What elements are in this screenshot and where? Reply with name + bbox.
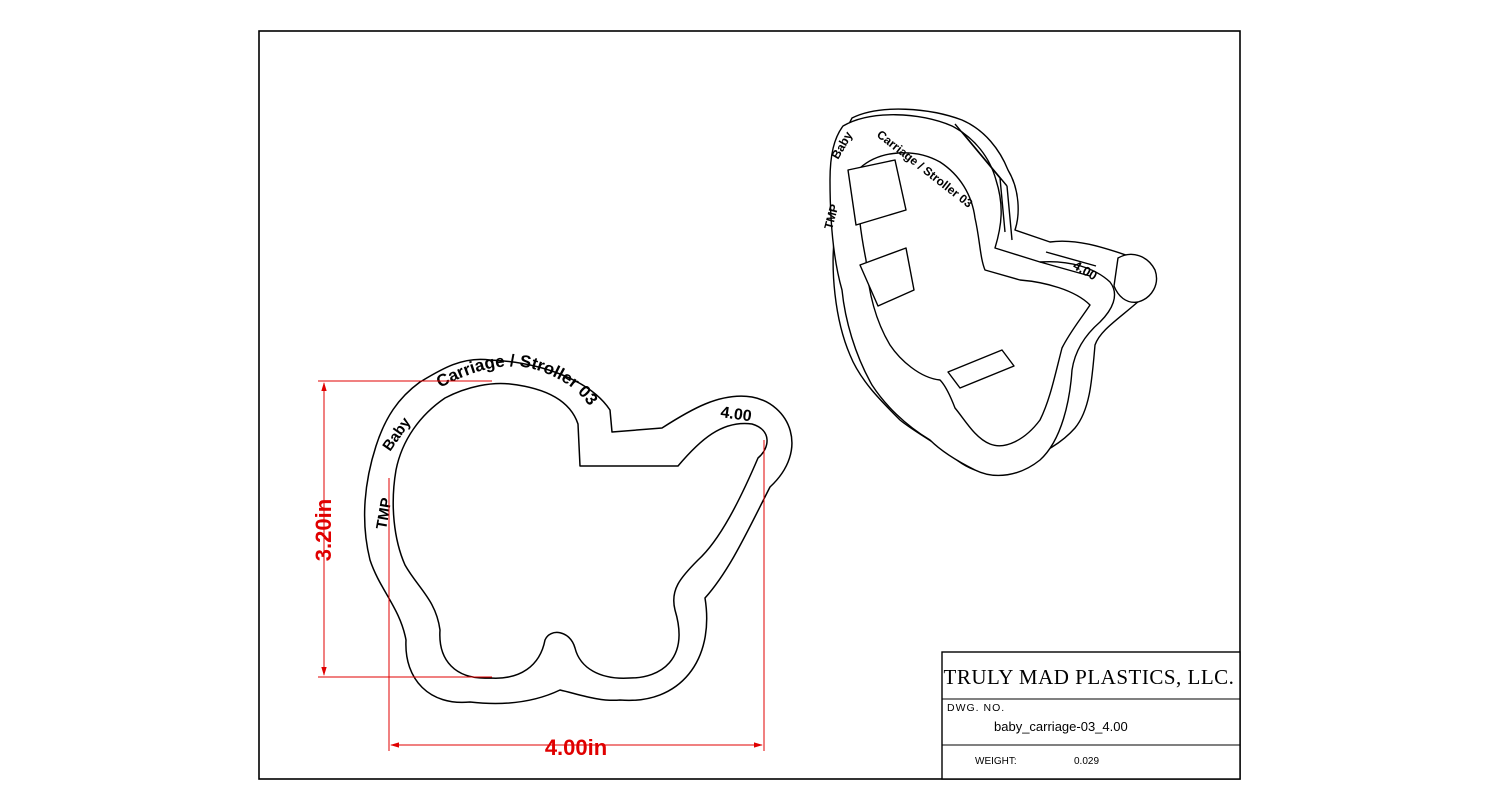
iso-inner-wall-2 [859,247,915,307]
iso-engrave-maker: TMP [821,203,841,231]
width-dimension [388,440,765,751]
dwg-no-label: DWG. NO. [947,702,1005,714]
engrave-word2-path: Carriage / Stroller 03 [433,351,601,409]
iso-inner-opening [857,152,1091,447]
engrave-size: 4.00 [719,404,752,425]
height-label: 3.20in [311,499,336,561]
engrave-maker: TMP [373,497,395,531]
iso-inner-wall-3 [947,349,1015,389]
engrave-word2: Carriage / Stroller 03 [433,351,601,409]
iso-rim-edges [954,123,1097,277]
iso-handle-knob [1113,253,1158,303]
width-label: 4.00in [545,735,607,760]
iso-inner-wall-1 [847,159,907,226]
cutter-outer-outline [363,358,793,705]
cutter-inner-outline [392,382,768,679]
title-block: TRULY MAD PLASTICS, LLC. DWG. NO. baby_c… [941,651,1241,780]
dwg-no-value: baby_carriage-03_4.00 [994,719,1128,734]
front-view [363,358,793,705]
sheet-border [258,30,1241,780]
height-dimension [318,380,492,678]
title-block-frame [941,651,1241,780]
company-name: TRULY MAD PLASTICS, LLC. [944,665,1235,689]
weight-label: WEIGHT: [975,756,1017,767]
isometric-view [829,108,1158,477]
weight-value: 0.029 [1074,756,1099,767]
front-engraving: TMP Baby Carriage / Stroller 03 4.00 [373,351,753,530]
